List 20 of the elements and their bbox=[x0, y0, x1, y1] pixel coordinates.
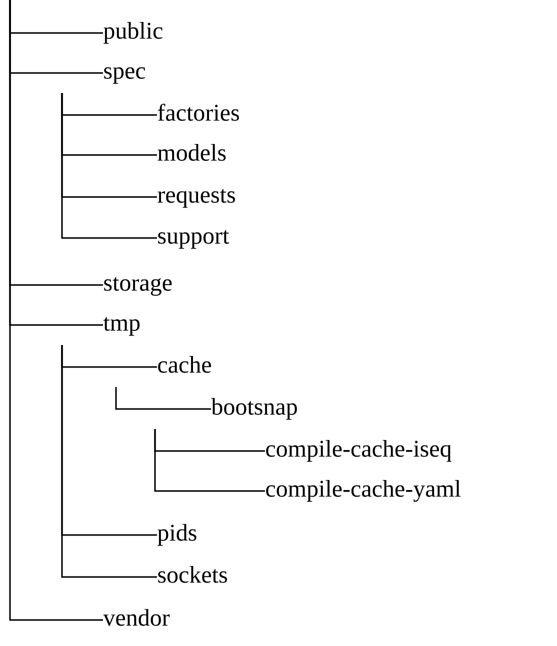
folder-name: sockets bbox=[158, 566, 227, 583]
folder-name: storage bbox=[104, 277, 172, 296]
folder-name: compile-cache-iseq bbox=[266, 440, 452, 462]
tree-line bbox=[61, 345, 157, 578]
tree-line bbox=[115, 387, 211, 410]
folder-name: public bbox=[104, 22, 162, 44]
tree-line bbox=[9, 0, 103, 621]
tree-line bbox=[154, 429, 265, 492]
folder-name: spec bbox=[104, 67, 146, 84]
folder-name: support bbox=[158, 230, 230, 249]
folder-name: factories bbox=[158, 104, 239, 121]
folder-name: requests bbox=[158, 189, 235, 208]
folder-name: pids bbox=[158, 524, 196, 546]
folder-name: vendor bbox=[103, 608, 170, 626]
tree-line bbox=[61, 93, 157, 239]
folder-name: tmp bbox=[103, 317, 140, 336]
folder-name: bootsnap bbox=[211, 398, 297, 420]
folder-name: cache bbox=[158, 356, 211, 373]
folder-name: models bbox=[158, 144, 226, 161]
folder-name: compile-cache-yaml bbox=[266, 480, 461, 502]
